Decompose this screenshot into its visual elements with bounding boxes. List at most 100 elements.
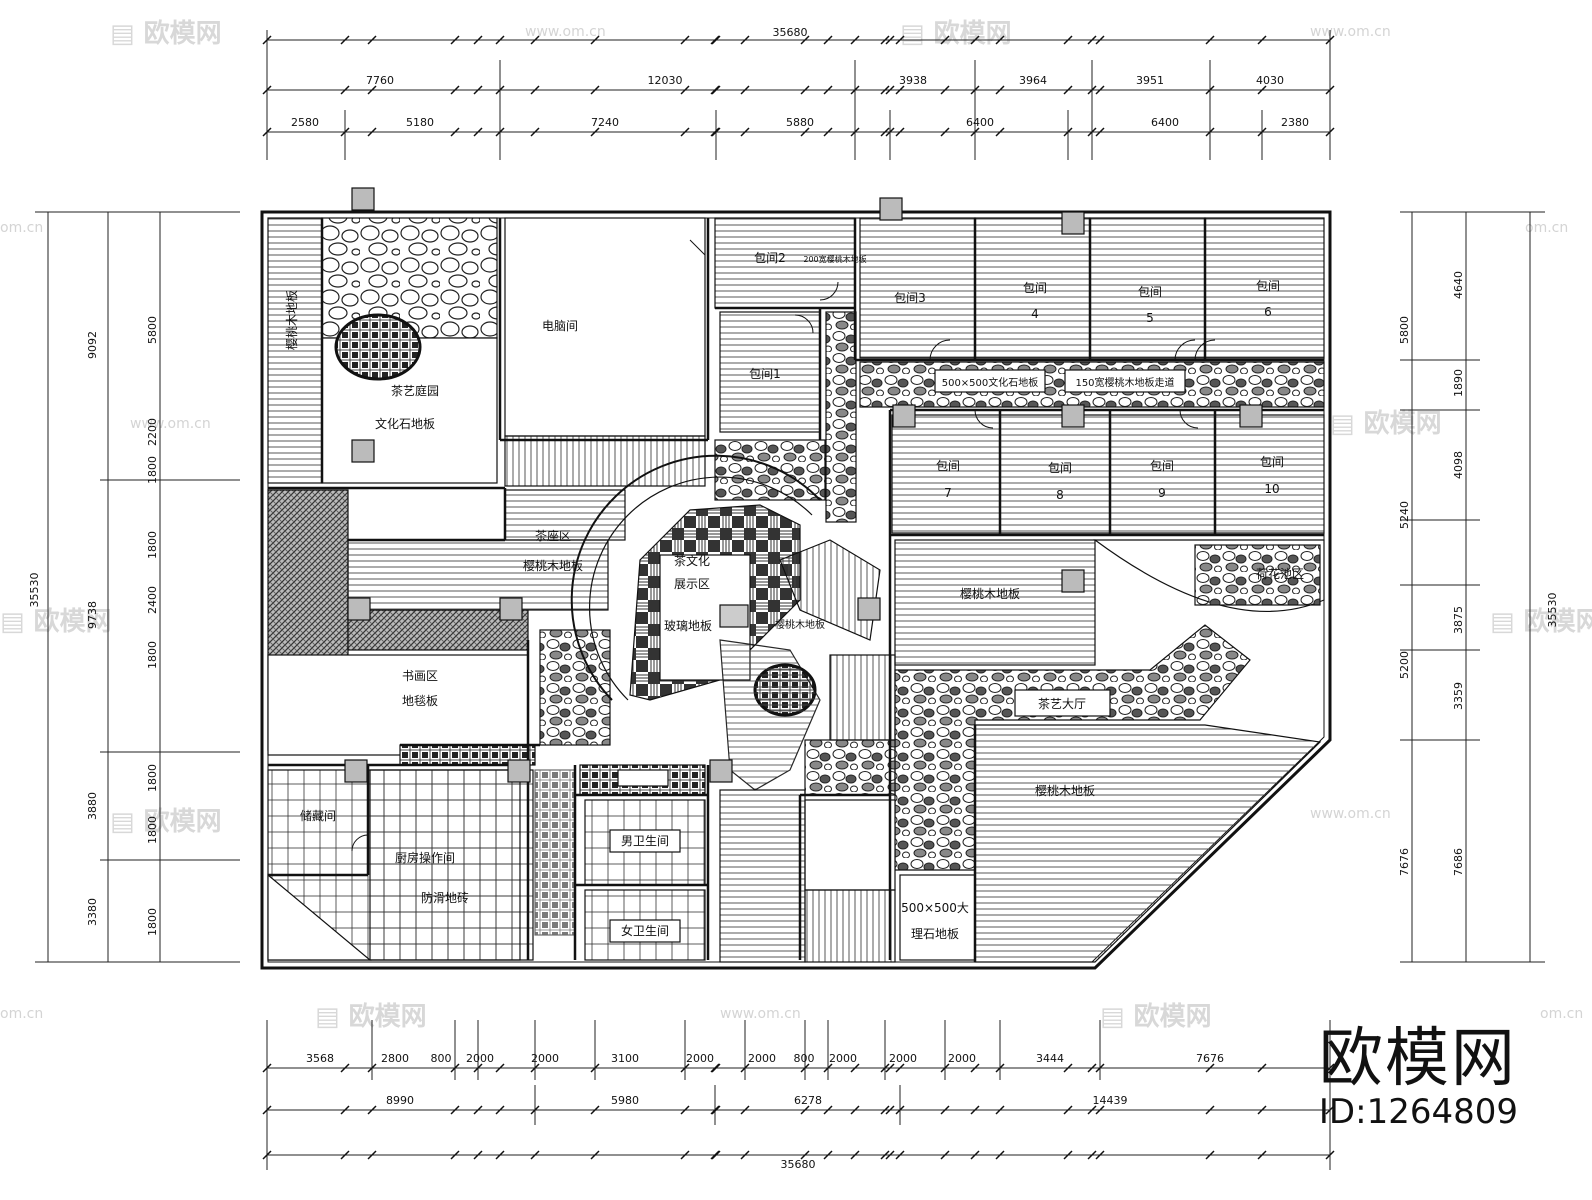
dim-left-outer-3: 3380 xyxy=(86,898,99,926)
watermark-url-short: om.cn xyxy=(0,1006,43,1022)
dimension-tick xyxy=(1325,85,1335,95)
dimension-tick xyxy=(880,1063,890,1073)
dimension-tick xyxy=(590,1105,600,1115)
dimension-tick xyxy=(850,1105,860,1115)
label-private-room-1: 包间1 xyxy=(749,367,781,381)
dimension-tick xyxy=(473,35,483,45)
dim-top-2-0: 7760 xyxy=(366,74,394,87)
dimension-tick xyxy=(530,1150,540,1160)
dim-left-inner-1: 5800 xyxy=(146,316,159,344)
dimension-tick xyxy=(800,1105,810,1115)
label-women-wc: 女卫生间 xyxy=(621,923,669,938)
dimension-tick xyxy=(590,1063,600,1073)
dim-left-inner-3: 1800 xyxy=(146,456,159,484)
dimension-tick xyxy=(1257,1063,1267,1073)
watermark-brand: ▤ 欧模网 xyxy=(0,606,112,637)
dimension-tick xyxy=(590,1150,600,1160)
dimension-tick xyxy=(1095,35,1105,45)
dim-bot-1-8: 800 xyxy=(794,1052,815,1065)
label-stone-floor-b: 理石地板 xyxy=(911,927,959,941)
dimension-tick xyxy=(450,1150,460,1160)
label-men-wc: 男卫生间 xyxy=(621,834,669,848)
label-reading-a: 书画区 xyxy=(402,669,438,683)
dimension-tick xyxy=(473,1105,483,1115)
label-lotus-area: 荷花池区 xyxy=(1256,566,1304,581)
label-tea-culture-b: 展示区 xyxy=(674,577,710,591)
watermark-brand: ▤ 欧模网 xyxy=(1490,606,1592,637)
dimension-tick xyxy=(740,127,750,137)
dim-top-total: 35680 xyxy=(773,26,808,39)
watermark-url: www.om.cn xyxy=(525,24,606,40)
dim-bot-2-2: 6278 xyxy=(794,1094,822,1107)
dim-bot-1-10: 2000 xyxy=(889,1052,917,1065)
dimension-tick xyxy=(590,35,600,45)
dim-bot-2-3: 14439 xyxy=(1093,1094,1128,1107)
dimension-tick xyxy=(995,1150,1005,1160)
label-private-room-6a: 包间 xyxy=(1256,279,1280,293)
dim-right-inner-6: 3359 xyxy=(1452,682,1465,710)
structural-column xyxy=(351,439,375,463)
label-private-room-3: 包间3 xyxy=(894,291,926,305)
dim-bot-1-13: 7676 xyxy=(1196,1052,1224,1065)
dimension-tick xyxy=(710,1105,720,1115)
dimension-tick xyxy=(340,1063,350,1073)
dim-right-inner-1: 4640 xyxy=(1452,271,1465,299)
watermark-brand: ▤ 欧模网 xyxy=(315,1001,427,1032)
dimension-tick xyxy=(940,127,950,137)
structural-column xyxy=(857,597,881,621)
label-tea-culture-c: 玻璃地板 xyxy=(664,619,712,633)
watermark-url-short: om.cn xyxy=(1525,220,1568,236)
dimension-tick xyxy=(1095,85,1105,95)
dimension-tick xyxy=(530,1105,540,1115)
dim-bot-1-3: 2000 xyxy=(466,1052,494,1065)
label-private-room-4b: 4 xyxy=(1031,307,1039,321)
dim-right-inner-2: 1890 xyxy=(1452,369,1465,397)
dim-top-3-5: 6400 xyxy=(1151,116,1179,129)
dimension-tick xyxy=(823,127,833,137)
watermark-url: www.om.cn xyxy=(720,1006,801,1022)
label-corridor-note-2: 150宽樱桃木地板走道 xyxy=(1075,376,1174,389)
structural-column xyxy=(344,759,368,783)
dimension-tick xyxy=(262,35,272,45)
dimension-tick xyxy=(885,1105,895,1115)
label-cherry-floor-a: 樱桃木地板 xyxy=(284,290,299,350)
dimension-tick xyxy=(495,1063,505,1073)
dimension-tick xyxy=(850,85,860,95)
dimension-tick xyxy=(1063,1063,1073,1073)
label-private-room-5b: 5 xyxy=(1146,311,1154,325)
dimension-tick xyxy=(450,127,460,137)
label-note-200: 200宽樱桃木地板 xyxy=(803,254,866,264)
label-electric-room: 电脑间 xyxy=(542,319,578,333)
label-private-room-10a: 包间 xyxy=(1260,455,1284,469)
dim-bot-1-12: 3444 xyxy=(1036,1052,1064,1065)
dimension-tick xyxy=(340,1150,350,1160)
dimension-tick xyxy=(970,35,980,45)
dimension-tick xyxy=(530,35,540,45)
dim-top-2-4: 3951 xyxy=(1136,74,1164,87)
dim-bot-1-6: 2000 xyxy=(686,1052,714,1065)
dimension-tick xyxy=(740,1063,750,1073)
dimension-tick xyxy=(823,85,833,95)
dimension-tick xyxy=(895,85,905,95)
label-private-room-8b: 8 xyxy=(1056,488,1064,502)
dim-right-total: 35530 xyxy=(1546,593,1559,628)
label-stone-floor-a: 500×500大 xyxy=(901,901,969,915)
structural-column xyxy=(1061,569,1085,593)
dimension-tick xyxy=(823,1063,833,1073)
dimension-tick xyxy=(1095,1105,1105,1115)
dimension-tick xyxy=(1063,85,1073,95)
dimension-tick xyxy=(880,1105,890,1115)
dim-right-outer-2: 5200 xyxy=(1398,651,1411,679)
floor-patterns xyxy=(267,217,1325,963)
dimension-tick xyxy=(740,1105,750,1115)
watermark-url-short: om.cn xyxy=(0,220,43,236)
dimension-tick xyxy=(885,1150,895,1160)
dimension-tick xyxy=(895,1063,905,1073)
dim-top-3-2: 7240 xyxy=(591,116,619,129)
dimension-tick xyxy=(262,1105,272,1115)
dimension-tick xyxy=(970,127,980,137)
brand-name: 欧模网 xyxy=(1318,1022,1517,1096)
dimension-tick xyxy=(1257,1105,1267,1115)
dimension-tick xyxy=(473,127,483,137)
structural-column xyxy=(1061,404,1085,428)
